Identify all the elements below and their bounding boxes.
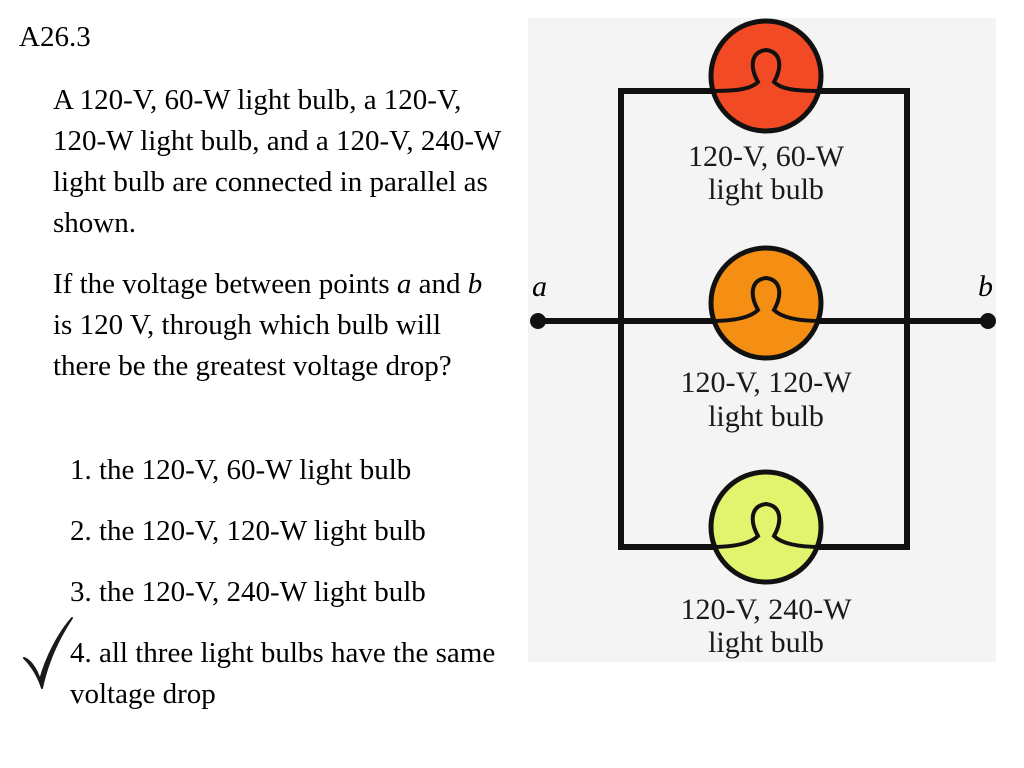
question-text-part: If the voltage between points <box>53 268 397 300</box>
bulb-60w <box>708 18 824 134</box>
terminal-b-dot <box>980 313 996 329</box>
circuit-diagram: a b 120-V, 60-W light bulb 120-V, 120-W … <box>528 18 996 662</box>
bulb-120w-label-line2: light bulb <box>708 400 824 433</box>
bulb-240w-filament <box>710 501 822 549</box>
answer-option-4[interactable]: 4. all three light bulbs have the same v… <box>70 637 496 710</box>
question-text-part: is 120 V, through which bulb will there … <box>53 309 452 382</box>
slide-number: A26.3 <box>19 21 91 53</box>
point-a-label: a <box>532 270 547 303</box>
bulb-240w-label-line2: light bulb <box>708 626 824 659</box>
bulb-60w-label-line1: 120-V, 60-W <box>688 140 845 173</box>
bulb-240w-glass <box>708 469 824 585</box>
checkmark-icon <box>23 617 73 689</box>
answer-option-2[interactable]: 2. the 120-V, 120-W light bulb <box>70 515 426 547</box>
bulb-120w-glass <box>708 245 824 361</box>
question-paragraph-1: A 120-V, 60-W light bulb, a 120-V, 120-W… <box>53 84 501 239</box>
bulb-120w-filament <box>710 275 822 323</box>
answer-option-3[interactable]: 3. the 120-V, 240-W light bulb <box>70 576 426 608</box>
bulb-240w <box>708 469 824 585</box>
bulb-120w <box>708 245 824 361</box>
answer-option-1[interactable]: 1. the 120-V, 60-W light bulb <box>70 454 412 486</box>
point-b-label: b <box>978 270 993 303</box>
bulb-240w-label-line1: 120-V, 240-W <box>680 593 852 626</box>
circuit-svg: a b 120-V, 60-W light bulb 120-V, 120-W … <box>530 18 996 659</box>
point-b-ref: b <box>467 268 483 300</box>
bulb-60w-glass <box>708 18 824 134</box>
question-text: A 120-V, 60-W light bulb, a 120-V, 120-W… <box>53 80 503 387</box>
bulb-120w-label-line1: 120-V, 120-W <box>680 366 852 399</box>
terminal-a-dot <box>530 313 546 329</box>
question-paragraph-2: If the voltage between points a and b is… <box>53 264 503 387</box>
question-text-part: and <box>411 268 468 300</box>
point-a-ref: a <box>396 268 412 300</box>
bulb-60w-label-line2: light bulb <box>708 173 824 206</box>
bulb-60w-filament <box>710 47 822 93</box>
